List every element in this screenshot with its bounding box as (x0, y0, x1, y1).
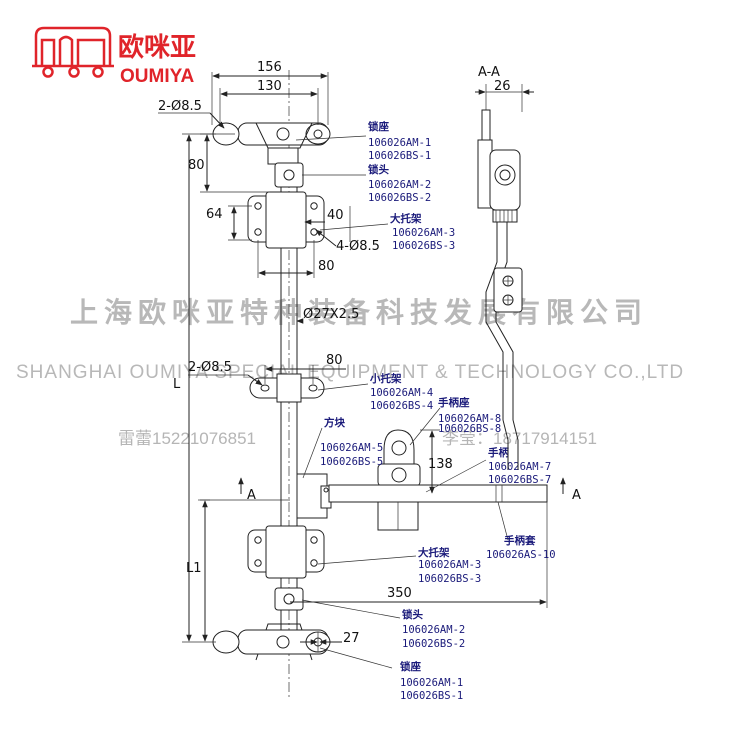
svg-text:106026AM-3: 106026AM-3 (418, 559, 481, 571)
svg-text:106026AM-5: 106026AM-5 (320, 442, 383, 454)
svg-text:106026AM-3: 106026AM-3 (392, 227, 455, 239)
svg-text:锁座: 锁座 (400, 660, 421, 673)
svg-text:106026BS-1: 106026BS-1 (368, 150, 431, 162)
dim-hole-top: 2-Ø8.5 (158, 99, 202, 114)
svg-text:A: A (247, 488, 256, 503)
top-lock-seat (212, 122, 331, 165)
dim-80-mid: 80 (318, 259, 335, 274)
top-lock-head (274, 162, 304, 188)
svg-text:106026AS-10: 106026AS-10 (486, 549, 556, 561)
label-handle: 手柄 106026AM-7 106026BS-7 (425, 446, 551, 493)
section-marker-right: A (560, 477, 581, 503)
label-handle-sleeve: 手柄套 106026AS-10 (486, 501, 556, 561)
label-lock-head-top: 锁头 106026AM-2 106026BS-2 (302, 163, 431, 204)
svg-text:手柄座: 手柄座 (438, 396, 470, 409)
svg-text:手柄: 手柄 (488, 446, 509, 459)
logo-chinese-name: 欧咪亚 (118, 32, 196, 63)
dim-tube: Ø27X2.5 (303, 307, 359, 322)
svg-text:106026AM-8: 106026AM-8 (438, 413, 501, 425)
svg-text:106026AM-2: 106026AM-2 (402, 624, 465, 636)
dim-350: 350 (387, 586, 412, 601)
watermark-company-en: SHANGHAI OUMIYA SPECIAL EQUIPMENT & TECH… (16, 362, 684, 383)
label-small-bracket: 小托架 106026AM-4 106026BS-4 (317, 372, 433, 412)
label-lock-seat-top: 锁座 106026AM-1 106026BS-1 (295, 120, 431, 162)
dim-130: 130 (257, 79, 282, 94)
small-bracket (249, 373, 325, 403)
section-view-a-a: A-A 26 (475, 65, 534, 470)
dim-L: L (173, 377, 181, 392)
svg-text:106026AM-2: 106026AM-2 (368, 179, 431, 191)
svg-text:锁座: 锁座 (368, 120, 389, 133)
handle-bar (328, 484, 548, 531)
label-bracket-top: 大托架 106026AM-3 106026BS-3 (319, 212, 455, 252)
svg-text:锁头: 锁头 (402, 608, 423, 621)
dim-64: 64 (206, 207, 223, 222)
svg-text:大托架: 大托架 (418, 546, 450, 559)
svg-text:106026BS-4: 106026BS-4 (370, 400, 433, 412)
label-handle-seat: 手柄座 106026AM-8 106026BS-8 (409, 396, 501, 446)
handle-seat (377, 429, 421, 487)
svg-text:106026BS-2: 106026BS-2 (402, 638, 465, 650)
svg-text:106026BS-3: 106026BS-3 (418, 573, 481, 585)
dim-156: 156 (257, 60, 282, 75)
dim-hole-small: 2-Ø8.5 (188, 360, 232, 375)
label-lock-seat-bottom: 锁座 106026AM-1 106026BS-1 (319, 647, 463, 702)
square-block (296, 473, 332, 519)
svg-text:106026AM-1: 106026AM-1 (400, 677, 463, 689)
svg-text:106026BS-5: 106026BS-5 (320, 456, 383, 468)
svg-text:A: A (572, 488, 581, 503)
company-logo: 欧咪亚 OUMIYA (32, 26, 196, 87)
dim-4-holes: 4-Ø8.5 (336, 239, 380, 254)
svg-text:106026AM-7: 106026AM-7 (488, 461, 551, 473)
svg-text:106026BS-8: 106026BS-8 (438, 423, 501, 435)
section-dim-26: 26 (494, 79, 511, 94)
label-square-block: 方块 106026AM-5 106026BS-5 (302, 416, 383, 479)
logo-english-name: OUMIYA (120, 66, 195, 87)
watermark-contact-right: 李莹：18717914151 (442, 429, 597, 448)
svg-text:方块: 方块 (324, 416, 345, 429)
truck-logo-icon (32, 26, 114, 78)
svg-text:106026AM-1: 106026AM-1 (368, 137, 431, 149)
bottom-big-bracket (247, 525, 325, 579)
svg-text:大托架: 大托架 (390, 212, 422, 225)
svg-text:手柄套: 手柄套 (504, 534, 536, 547)
label-lock-head-bottom: 锁头 106026AM-2 106026BS-2 (301, 599, 465, 650)
section-title: A-A (478, 65, 500, 80)
dim-80-top: 80 (188, 158, 205, 173)
dim-L1: L1 (186, 561, 202, 576)
svg-text:106026BS-2: 106026BS-2 (368, 192, 431, 204)
svg-text:106026BS-3: 106026BS-3 (392, 240, 455, 252)
svg-text:106026AM-4: 106026AM-4 (370, 387, 433, 399)
dim-138: 138 (428, 457, 453, 472)
watermark-company-cn: 上海欧咪亚特种装备科技发展有限公司 (70, 296, 648, 329)
bottom-lock-head (274, 587, 304, 611)
svg-text:106026BS-1: 106026BS-1 (400, 690, 463, 702)
top-big-bracket (247, 191, 325, 249)
label-bracket-bottom: 大托架 106026AM-3 106026BS-3 (317, 546, 481, 585)
section-marker-left: A (238, 477, 256, 503)
dim-27: 27 (343, 631, 360, 646)
svg-text:锁头: 锁头 (368, 163, 389, 176)
dim-40: 40 (327, 208, 344, 223)
watermark-contact-left: 雷蕾15221076851 (118, 429, 256, 448)
dim-80-small: 80 (326, 353, 343, 368)
svg-text:小托架: 小托架 (369, 372, 402, 385)
svg-text:106026BS-7: 106026BS-7 (488, 474, 551, 486)
